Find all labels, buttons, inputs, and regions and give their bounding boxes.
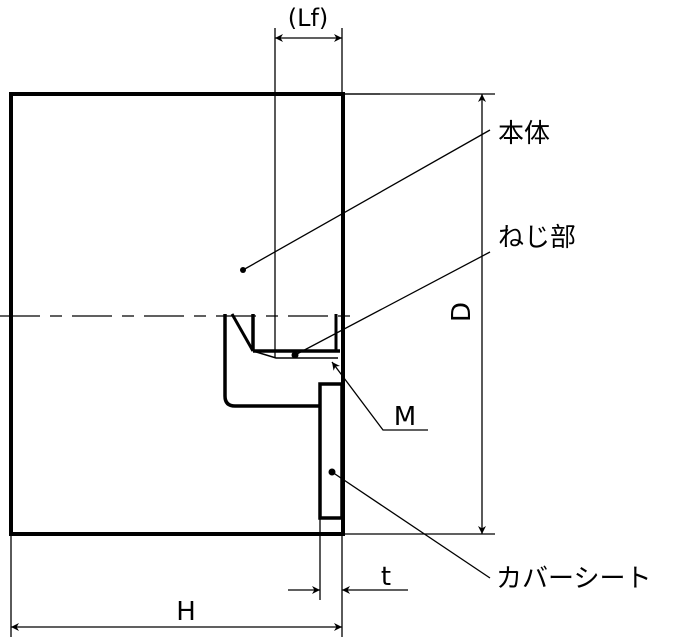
d-label: D <box>447 302 477 322</box>
body-outline <box>9 92 345 536</box>
h-label: H <box>176 597 196 627</box>
threaded-hole <box>223 313 340 408</box>
t-dimension <box>288 518 408 637</box>
d-dimension <box>343 93 495 535</box>
m-leader <box>331 361 428 431</box>
body-leader <box>240 129 491 273</box>
h-dimension <box>10 534 342 637</box>
thread-leader <box>291 251 491 359</box>
lf-dimension <box>274 28 380 358</box>
cover-sheet-outline <box>318 382 344 520</box>
m-label: M <box>394 402 416 432</box>
thread-label: ねじ部 <box>498 223 576 253</box>
cover-sheet-label: カバーシート <box>496 564 651 594</box>
body-label: 本体 <box>498 119 550 149</box>
lf-label: (Lf) <box>288 4 329 32</box>
cover-sheet-leader <box>328 468 491 579</box>
t-label: t <box>381 562 391 592</box>
